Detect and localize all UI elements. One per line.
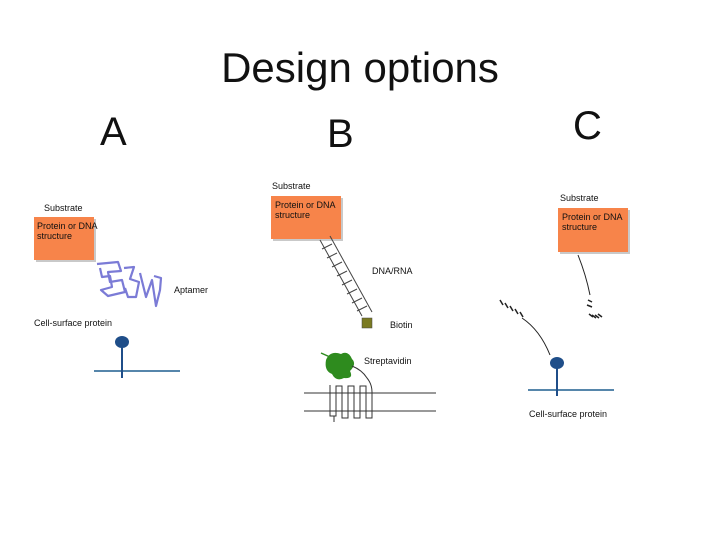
b-linker-curve [351, 365, 373, 393]
option-b-label: B [327, 112, 354, 156]
b-biotin-square [361, 317, 373, 329]
c-cell-surface-protein-label: Cell-surface protein [529, 409, 608, 419]
a-cell-surface-protein-label: Cell-surface protein [34, 318, 113, 328]
c-receptor [528, 357, 614, 396]
c-structure-label-1: Protein or DNA [562, 212, 623, 222]
b-streptavidin-label: Streptavidin [364, 356, 412, 366]
option-c-label: C [573, 104, 602, 148]
c-aptamer-curve [521, 317, 551, 356]
b-structure-label-1: Protein or DNA [275, 200, 336, 210]
a-substrate-label: Substrate [44, 203, 83, 213]
b-streptavidin-blob [325, 352, 355, 380]
b-structure-label-2: structure [275, 210, 311, 220]
option-a-label: A [100, 110, 127, 154]
c-structure-label-2: structure [562, 222, 598, 232]
a-structure-box [34, 217, 94, 260]
b-structure-box [271, 196, 341, 239]
a-structure-label-1: Protein or DNA [37, 221, 98, 231]
b-dna-rna-label: DNA/RNA [372, 266, 413, 276]
slide-title: Design options [221, 44, 499, 91]
b-biotin-label: Biotin [390, 320, 413, 330]
b-substrate-label: Substrate [272, 181, 311, 191]
b-membrane [304, 385, 436, 422]
a-aptamer-squiggle [96, 260, 163, 308]
c-structure-box [558, 208, 628, 252]
b-dna-ladder [319, 235, 373, 317]
c-substrate-label: Substrate [560, 193, 599, 203]
a-receptor [94, 336, 180, 378]
a-aptamer-label: Aptamer [174, 285, 209, 295]
c-tether-line [577, 254, 591, 296]
c-right-comb [586, 299, 603, 319]
a-structure-label-2: structure [37, 231, 73, 241]
c-left-comb [499, 299, 524, 318]
